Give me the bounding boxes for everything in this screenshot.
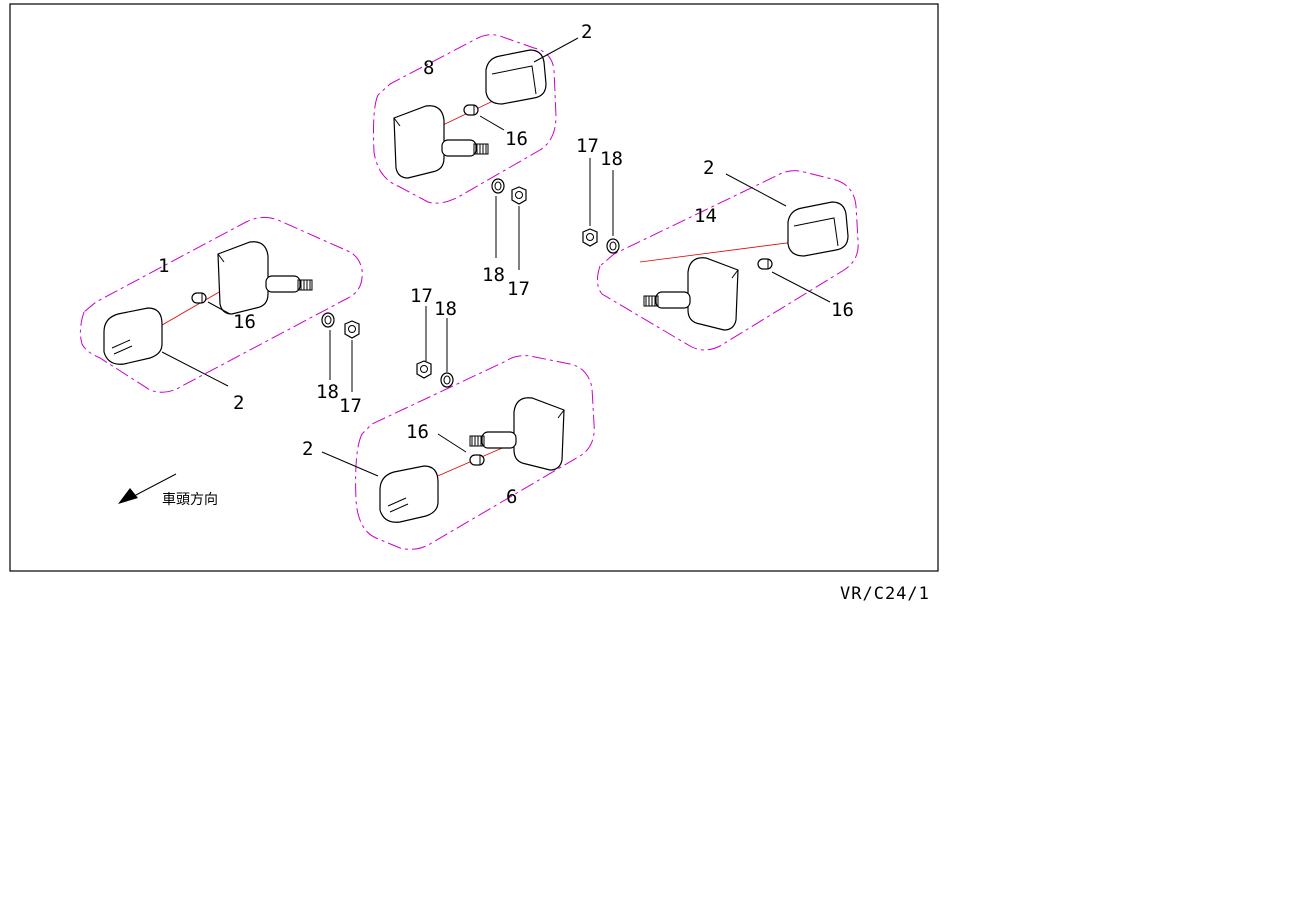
callout-bulb: 16 [831, 299, 854, 321]
group-number-1: 1 [158, 255, 169, 277]
callout-nut: 17 [410, 285, 433, 307]
callout-washer: 18 [600, 148, 623, 170]
callout-lens: 2 [581, 21, 592, 43]
assembly-front-right [373, 34, 557, 205]
callout-lens: 2 [703, 157, 714, 179]
assembly-rear-left [355, 355, 595, 550]
arrow-line [133, 473, 177, 497]
callout-bulb: 16 [505, 128, 528, 150]
group-outline-8 [373, 34, 557, 204]
callout-bulb: 16 [233, 311, 256, 333]
callout-lens: 2 [302, 438, 313, 460]
arrow-head-icon [118, 488, 138, 504]
direction-label: 車頭方向 [162, 491, 218, 508]
assembly-rear-right [582, 170, 859, 351]
group-outline-14 [596, 170, 859, 351]
direction-indicator: 車頭方向 [118, 473, 218, 508]
group-number-14: 14 [694, 205, 717, 227]
group-number-6: 6 [506, 486, 517, 508]
assembly-front-left [79, 216, 363, 393]
callout-nut: 17 [507, 278, 530, 300]
diagram-frame [9, 3, 939, 572]
group-number-8: 8 [423, 57, 434, 79]
callout-nut: 17 [339, 395, 362, 417]
callout-nut: 17 [576, 135, 599, 157]
leader-lines [161, 37, 831, 477]
callout-bulb: 16 [406, 421, 429, 443]
group-outline-1 [79, 216, 363, 393]
callout-washer: 18 [482, 264, 505, 286]
callout-washer: 18 [434, 298, 457, 320]
callout-washer: 18 [316, 381, 339, 403]
callout-lens: 2 [233, 392, 244, 414]
drawing-code: VR/C24/1 [840, 584, 930, 604]
